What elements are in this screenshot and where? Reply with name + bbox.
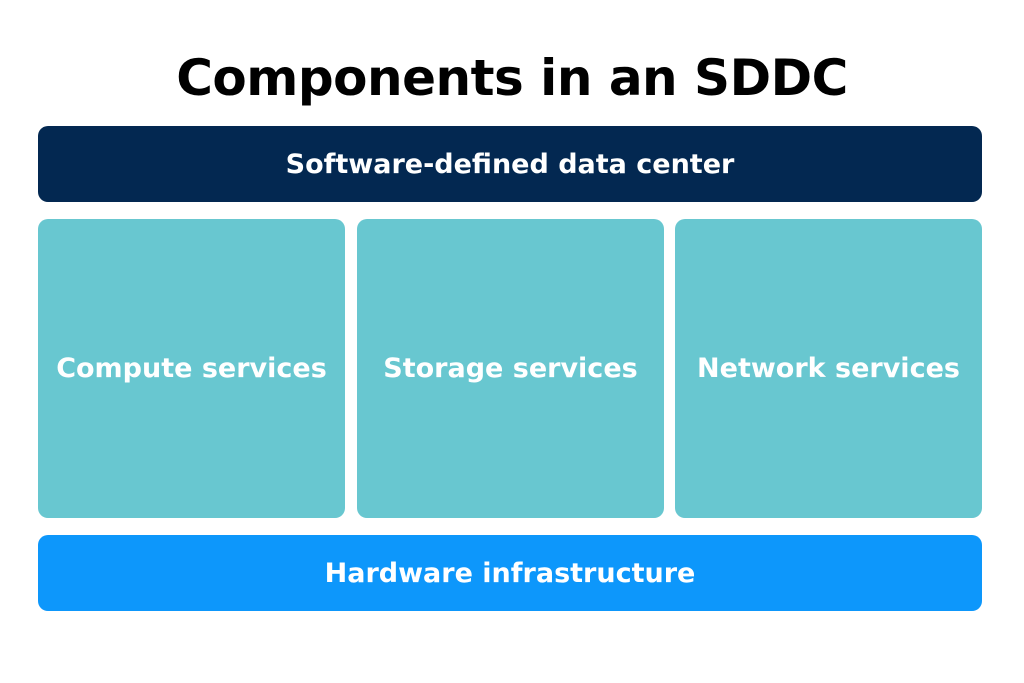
storage-services-label: Storage services bbox=[383, 353, 638, 384]
network-services-box: Network services bbox=[675, 219, 982, 518]
software-defined-data-center-label: Software-defined data center bbox=[285, 148, 735, 180]
hardware-infrastructure-layer: Hardware infrastructure bbox=[38, 535, 982, 611]
diagram-title: Components in an SDDC bbox=[176, 49, 848, 107]
compute-services-box: Compute services bbox=[38, 219, 345, 518]
network-services-label: Network services bbox=[697, 353, 960, 384]
storage-services-box: Storage services bbox=[357, 219, 664, 518]
compute-services-label: Compute services bbox=[56, 353, 327, 384]
software-defined-data-center-layer: Software-defined data center bbox=[38, 126, 982, 202]
hardware-infrastructure-label: Hardware infrastructure bbox=[324, 557, 696, 589]
